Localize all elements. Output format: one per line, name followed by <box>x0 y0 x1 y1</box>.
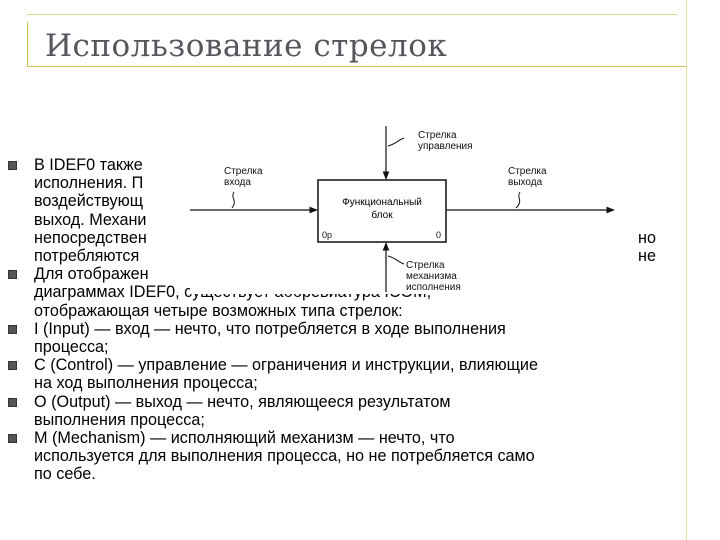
label-line: Стрелка <box>224 166 263 177</box>
bullet-item-output: O (Output) — выход — нечто, являющееся р… <box>8 393 673 429</box>
control-label-leader <box>387 137 405 147</box>
bullet-square-icon <box>8 324 17 334</box>
text-line: потребляются <box>34 247 140 266</box>
text-line: C (Control) — управление — ограничения и… <box>34 356 538 375</box>
label-line: Стрелка <box>508 166 547 177</box>
bullet-item-icom: Для отображен диаграммах IDEF0, существу… <box>8 265 673 320</box>
diagram-arrows <box>190 126 615 292</box>
bullet-square-icon <box>8 397 17 407</box>
text-line: выход. Механи <box>34 210 147 229</box>
bullet-item-input: I (Input) — вход — нечто, что потребляет… <box>8 320 673 356</box>
text-line-row: непосредствен но не <box>34 228 673 265</box>
text-line: по себе. <box>34 465 96 484</box>
text-line: M (Mechanism) — исполняющий механизм — н… <box>34 429 455 448</box>
bullet-square-icon <box>8 361 17 371</box>
decorative-top-line <box>27 14 677 15</box>
bullet-square-icon <box>8 161 17 170</box>
functional-block-label: Функциональный блок <box>318 196 446 222</box>
control-arrow-label: Стрелка управления <box>418 130 473 152</box>
text-line: непосредствен <box>34 228 147 247</box>
text-line: используется для выполнения процесса, но… <box>34 447 535 466</box>
output-label-leader <box>515 191 521 209</box>
text-line: исполнения. П <box>34 174 144 193</box>
bullet-item-idef0-arrows: В IDEF0 также исполнения. П воздействующ… <box>8 156 673 265</box>
label-line: входа <box>224 177 251 188</box>
slide-title: Использование стрелок <box>45 28 448 64</box>
title-underline <box>27 66 687 67</box>
text-line-tail: но не <box>638 228 656 266</box>
mechanism-arrow-label: Стрелка механизма исполнения <box>406 260 461 293</box>
bullet-item-control: C (Control) — управление — ограничения и… <box>8 356 673 392</box>
text-line: отображающая четыре возможных типа стрел… <box>34 301 403 320</box>
bullet-square-icon <box>8 434 17 444</box>
decorative-right-line <box>686 0 687 540</box>
block-corner-right: 0 <box>436 230 442 240</box>
block-corner-left: 0р <box>322 230 333 240</box>
label-line: Функциональный <box>342 197 422 208</box>
output-arrow-label: Стрелка выхода <box>508 166 547 188</box>
text-line: В IDEF0 также <box>34 156 143 174</box>
text-line: процесса; <box>34 338 109 357</box>
bullet-item-mechanism: M (Mechanism) — исполняющий механизм — н… <box>8 429 673 484</box>
bullet-square-icon <box>8 270 17 280</box>
label-line: Стрелка <box>418 130 457 141</box>
label-line: исполнения <box>406 282 461 293</box>
label-line: механизма <box>406 271 457 282</box>
text-line: выполнения процесса; <box>34 410 205 429</box>
label-line: Стрелка <box>406 260 445 271</box>
decorative-vertical-line <box>27 22 28 66</box>
idef0-diagram: Стрелка управления Стрелка входа Стрелка… <box>190 124 620 294</box>
label-line: выхода <box>508 177 543 188</box>
label-line: блок <box>371 210 393 221</box>
text-line: I (Input) — вход — нечто, что потребляет… <box>34 319 506 338</box>
functional-block-rect <box>317 179 447 243</box>
text-line: на ход выполнения процесса; <box>34 374 258 393</box>
label-line: управления <box>418 141 473 152</box>
text-line: O (Output) — выход — нечто, являющееся р… <box>34 392 451 411</box>
input-label-leader <box>231 191 235 209</box>
mechanism-label-leader <box>387 255 405 265</box>
text-line: воздействующ <box>34 192 144 211</box>
input-arrow-label: Стрелка входа <box>224 166 263 188</box>
bullet-list: В IDEF0 также исполнения. П воздействующ… <box>8 156 673 484</box>
text-line: Для отображен <box>34 265 149 284</box>
